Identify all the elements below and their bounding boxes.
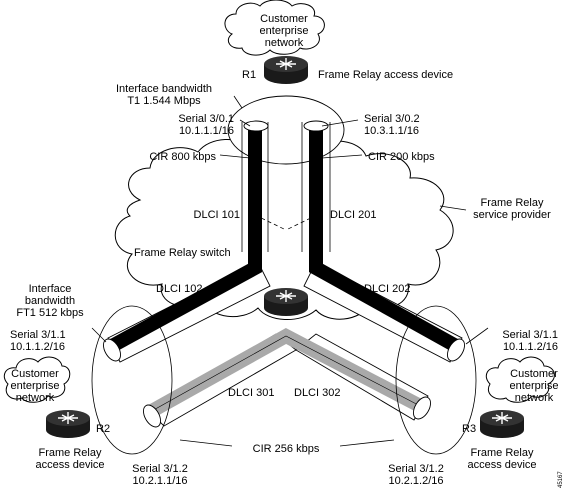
cap-right-312 [413,396,431,420]
figure-id: 45167 [558,471,564,488]
left-cloud-line-2: enterprise [11,380,60,392]
pointer-line [321,119,359,127]
dlci-202-label: DLCI 202 [364,283,410,295]
r2-name: R2 [96,423,110,435]
r3-desc-line-1: Frame Relay [471,447,534,459]
dlci-301-label: DLCI 301 [228,387,274,399]
top-cloud-line-3: network [265,37,304,49]
dlci-201-label: DLCI 201 [330,209,376,221]
pipe-dashed [254,214,287,231]
r3-desc-line-2: access device [467,459,536,471]
dlci-102-label: DLCI 102 [156,283,202,295]
r2-desc-line-1: Frame Relay [39,447,102,459]
r2-desc-line-2: access device [35,459,104,471]
router-icon [46,410,90,438]
frsp-line-1: Frame Relay [481,197,544,209]
iface-bw-top-line-2: T1 1.544 Mbps [127,95,201,107]
right-cloud-line-3: network [515,392,554,404]
serial-301-name: Serial 3/0.1 [178,113,234,125]
pointer-line [179,439,233,447]
r3-name: R3 [462,423,476,435]
pointer-line [219,154,251,159]
cap-left-312 [143,404,161,428]
r1-name: R1 [242,69,256,81]
top-cloud-line-2: enterprise [260,25,309,37]
pointer-line [339,439,395,447]
router-icon [264,56,308,84]
r2-access-ellipse [91,305,173,455]
pointer-line [239,119,251,127]
pointer-line [439,205,467,211]
r1-interface-ellipse [227,95,345,165]
pointer-line [233,95,243,109]
dlci-101-label: DLCI 101 [194,209,240,221]
dlci-302-label: DLCI 302 [294,387,340,399]
top-customer-cloud [224,0,325,56]
left-cloud-line-3: network [16,392,55,404]
pointer-line [321,154,363,159]
left-customer-cloud [3,356,71,403]
top-cloud-line-1: Customer [260,13,308,25]
pvc-301-302-edge [149,335,425,413]
fr-switch-label: Frame Relay switch [134,247,231,259]
router-icon [264,288,308,316]
right-customer-cloud [485,356,555,403]
pipe-dashed [285,214,318,231]
r1-description: Frame Relay access device [318,69,453,81]
iface-bw-left-line-1: Interface [29,283,72,295]
cap-serial-302 [303,120,329,132]
serial-311-left-ip: 10.1.1.2/16 [10,341,65,353]
pvc-201-202 [309,126,460,353]
cir-256-label: CIR 256 kbps [253,443,320,455]
pointer-line [91,327,107,343]
serial-312-right-ip: 10.2.1.2/16 [388,475,443,487]
serial-302-ip: 10.3.1.1/16 [364,125,419,137]
serial-311-left-name: Serial 3/1.1 [10,329,66,341]
right-cloud-line-2: enterprise [510,380,559,392]
cap-left-311 [103,338,121,362]
serial-311-right-name: Serial 3/1.1 [502,329,558,341]
serial-302-name: Serial 3/0.2 [364,113,420,125]
pvc-101-102 [108,126,262,353]
serial-312-left-ip: 10.2.1.1/16 [132,475,187,487]
iface-bw-left-line-2: bandwidth [25,295,75,307]
iface-bw-left-line-3: FT1 512 kbps [16,307,84,319]
right-cloud-line-1: Customer [510,368,558,380]
serial-312-left-name: Serial 3/1.2 [132,463,188,475]
serial-311-right-ip: 10.1.1.2/16 [503,341,558,353]
left-cloud-line-1: Customer [11,368,59,380]
cap-right-311 [447,338,465,362]
router-icon [480,410,524,438]
r3-access-ellipse [395,305,477,455]
pointer-line [465,327,489,345]
frsp-line-2: service provider [473,209,551,221]
cap-serial-301 [243,120,269,132]
serial-301-ip: 10.1.1.1/16 [179,125,234,137]
cir-200-label: CIR 200 kbps [368,151,435,163]
iface-bw-top-line-1: Interface bandwidth [116,83,212,95]
serial-312-right-name: Serial 3/1.2 [388,463,444,475]
cir-800-label: CIR 800 kbps [149,151,216,163]
